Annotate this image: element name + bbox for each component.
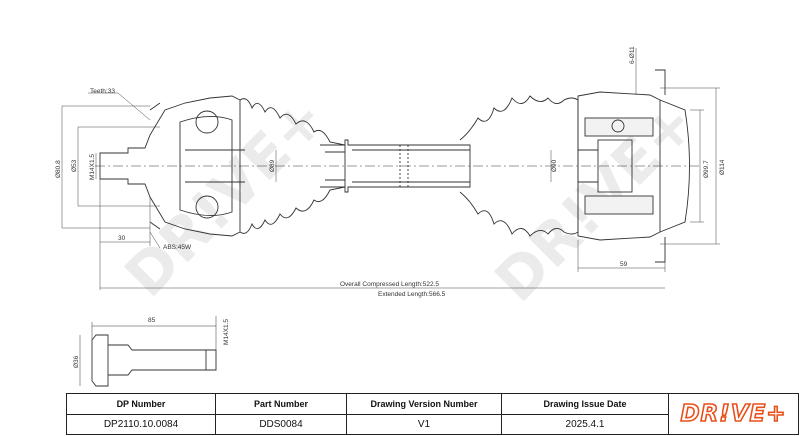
tb-header-part-number: Part Number	[216, 394, 346, 415]
dim-m14: M14X1.5	[89, 154, 96, 180]
dim-d808: Ø80.8	[55, 160, 62, 178]
dim-d53: Ø53	[71, 159, 78, 172]
abs-label: ABS:45W	[163, 244, 192, 251]
right-joint-housing	[577, 69, 690, 263]
tb-value-version: V1	[417, 419, 431, 430]
bolt-thread: M14X1.5	[223, 319, 230, 345]
drive-shaft	[320, 139, 471, 193]
overall-compressed-length: Overall Compressed Length:522.5	[340, 281, 439, 288]
dim-d89: Ø89	[269, 159, 276, 172]
dim-d997: Ø99.7	[703, 160, 710, 178]
tb-col-part-number: Part Number DDS0084	[216, 394, 347, 434]
bolt-diameter: Ø36	[73, 355, 80, 368]
left-boot	[239, 98, 346, 234]
dim-d114: Ø114	[719, 159, 726, 175]
tb-col-version: Drawing Version Number V1	[347, 394, 502, 434]
brand-logo: DR!VE+	[669, 394, 798, 434]
dim-59: 59	[620, 261, 628, 268]
tb-value-dp-number: DP2110.10.0084	[103, 419, 179, 430]
tb-header-issue-date: Drawing Issue Date	[502, 394, 668, 415]
bolt-detail	[79, 316, 217, 387]
dim-bolt-holes: 6-Ø11	[629, 46, 636, 64]
tb-col-dp-number: DP Number DP2110.10.0084	[67, 394, 216, 434]
extended-length: Extended Length:566.5	[378, 291, 446, 298]
tb-col-issue-date: Drawing Issue Date 2025.4.1	[502, 394, 669, 434]
teeth-label: Teeth:33	[90, 88, 115, 95]
left-cv-joint	[99, 95, 245, 237]
dim-d90: Ø90	[551, 159, 558, 172]
watermark-text-1: DR!VE+	[112, 83, 339, 310]
dimension-lines	[61, 48, 720, 290]
tb-value-part-number: DDS0084	[259, 419, 303, 430]
tb-value-issue-date: 2025.4.1	[565, 419, 605, 430]
brand-logo-text: DR!VE+	[680, 400, 787, 428]
tb-header-version: Drawing Version Number	[347, 394, 501, 415]
title-block: DP Number DP2110.10.0084 Part Number DDS…	[66, 393, 799, 435]
bolt-length: 85	[148, 317, 156, 324]
tb-header-dp-number: DP Number	[67, 394, 215, 415]
dim-30: 30	[118, 235, 126, 242]
